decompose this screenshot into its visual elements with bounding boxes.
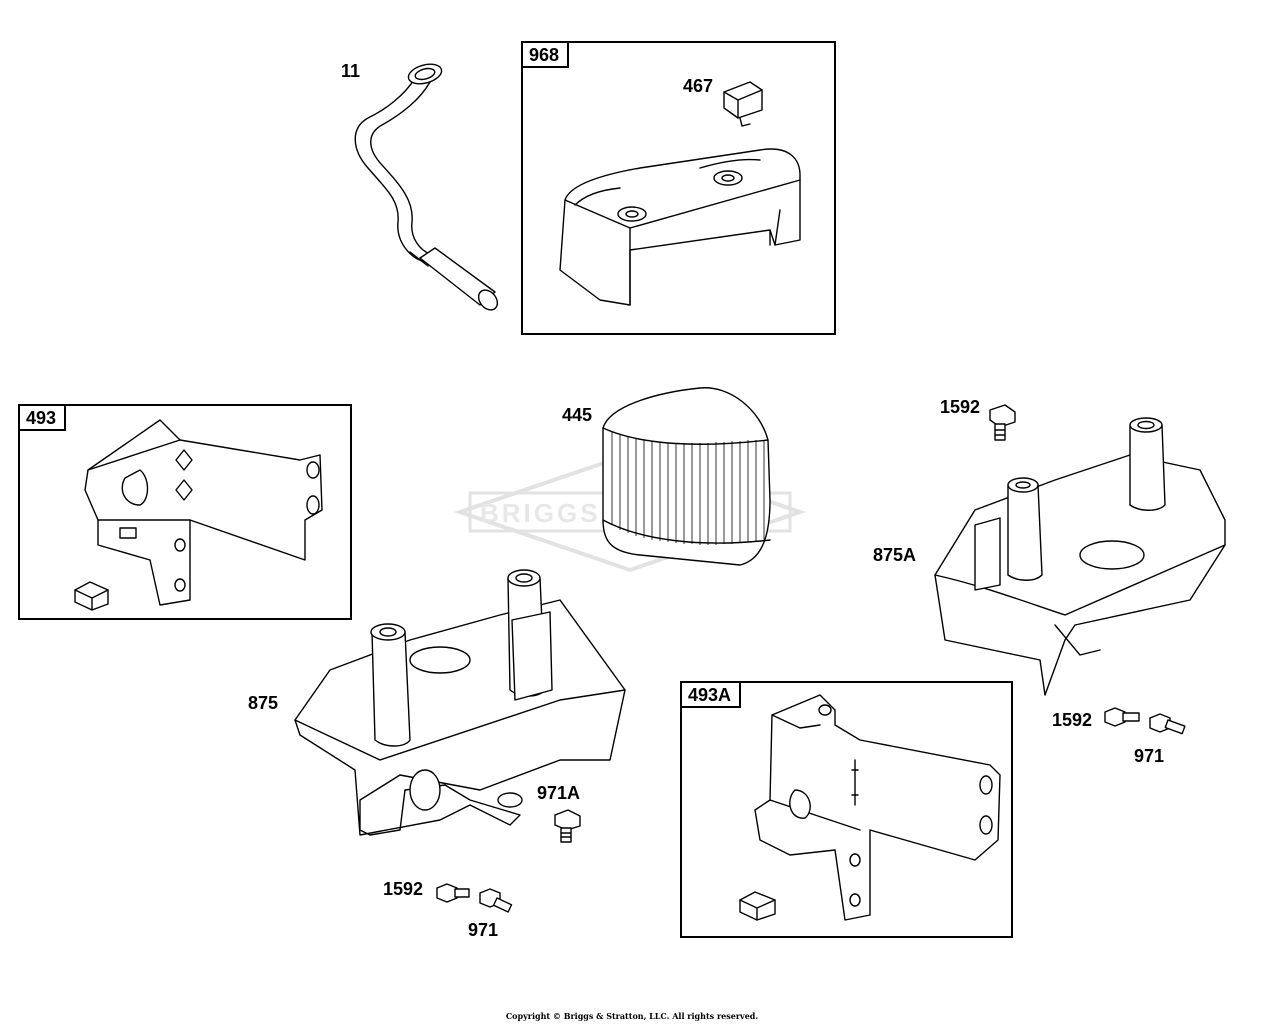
bolts-bottom-drawing	[436, 883, 513, 913]
box-tag-968: 968	[521, 41, 570, 68]
box-493A: 493A	[680, 681, 1013, 938]
label-445: 445	[562, 405, 593, 425]
box-tag-493: 493	[18, 404, 67, 431]
base-875-drawing	[294, 569, 626, 836]
copyright-notice: Copyright © Briggs & Stratton, LLC. All …	[505, 1011, 759, 1021]
bracket-493A-drawing	[739, 694, 1001, 921]
air-filter-drawing	[602, 387, 771, 566]
label-1592-top: 1592	[940, 397, 981, 417]
base-875A-drawing	[934, 417, 1226, 696]
clip-drawing	[723, 81, 763, 127]
box-tag-493A: 493A	[680, 681, 742, 708]
label-875: 875	[248, 693, 279, 713]
label-971-right: 971	[1134, 746, 1165, 766]
label-875A: 875A	[873, 545, 917, 565]
bolts-right-drawing	[1104, 707, 1186, 735]
label-1592-right: 1592	[1052, 710, 1093, 730]
air-cleaner-cover-drawing	[559, 148, 801, 306]
watermark-text: BRIGGS	[480, 498, 601, 528]
bracket-493-drawing	[74, 419, 323, 611]
box-493: 493	[18, 404, 352, 620]
box-968: 968	[521, 41, 836, 335]
bolt-971A-drawing	[554, 809, 581, 843]
breather-tube-drawing	[354, 63, 499, 311]
label-971-bottom: 971	[468, 920, 499, 940]
label-1592-bottom: 1592	[383, 879, 424, 899]
label-467: 467	[683, 76, 714, 96]
label-11: 11	[341, 61, 361, 81]
label-971A: 971A	[537, 783, 581, 803]
bolt-1592-top-drawing	[989, 404, 1016, 441]
